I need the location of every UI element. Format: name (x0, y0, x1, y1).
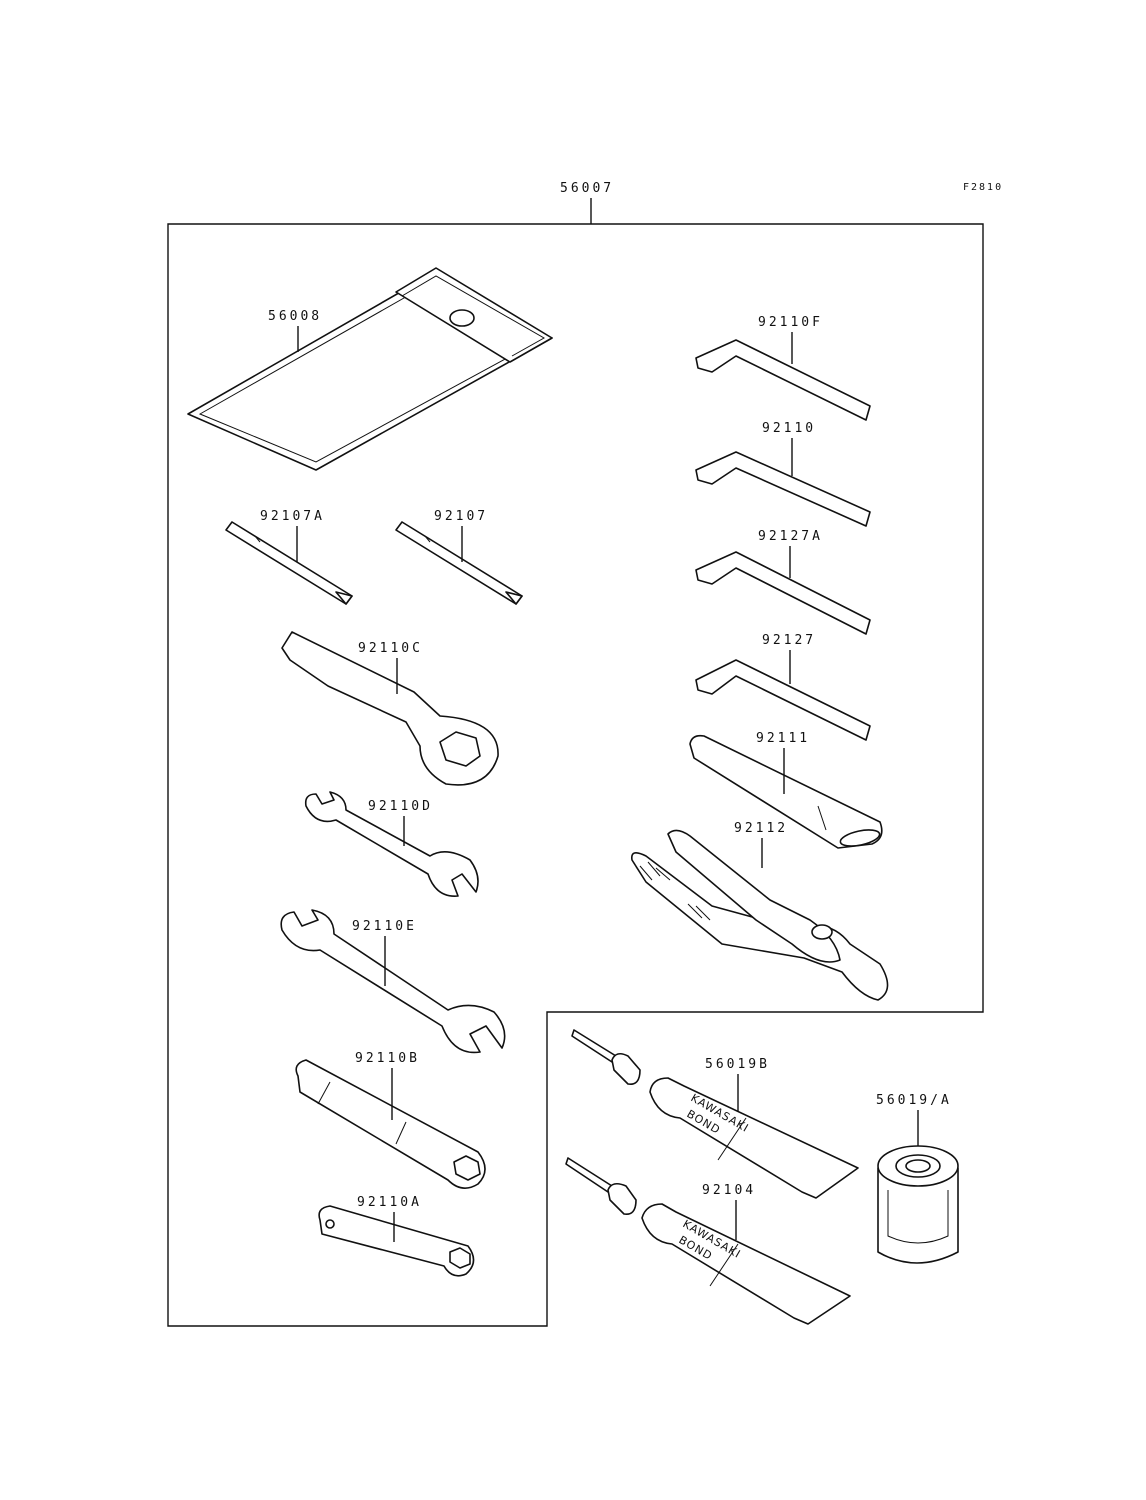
label-92110B: 92110B (355, 1051, 420, 1066)
label-92112: 92112 (734, 821, 788, 836)
open-wrench-92110E (280, 909, 506, 1054)
label-92107A: 92107A (260, 509, 325, 524)
label-92127: 92127 (762, 633, 816, 648)
hex-key-92110 (695, 451, 871, 527)
tool-bag-56008 (187, 267, 553, 471)
kit-outline (167, 223, 984, 1327)
screwdriver-92107 (395, 521, 523, 605)
hex-key-92110F (695, 339, 871, 421)
label-56008: 56008 (268, 309, 322, 324)
label-92110A: 92110A (357, 1195, 422, 1210)
label-92110D: 92110D (368, 799, 433, 814)
bond-tube-56019B: KAWASAKI BOND (571, 1029, 859, 1199)
plug-wrench-92110A (318, 1205, 475, 1277)
label-92110F: 92110F (758, 315, 823, 330)
label-92110E: 92110E (352, 919, 417, 934)
plug-wrench-92110B (295, 1059, 486, 1189)
hex-key-92127 (695, 659, 871, 741)
pliers-92112 (630, 829, 889, 1001)
label-92110: 92110 (762, 421, 816, 436)
label-92110C: 92110C (358, 641, 423, 656)
hex-key-92127A (695, 551, 871, 635)
label-56019A: 56019/A (876, 1093, 952, 1108)
box-wrench-92110C (281, 631, 499, 786)
bond-container-56019A (877, 1145, 959, 1264)
open-wrench-92110D (304, 791, 479, 897)
bond-tube-92104: KAWASAKI BOND (565, 1157, 851, 1325)
label-92107: 92107 (434, 509, 488, 524)
label-92104: 92104 (702, 1183, 756, 1198)
extension-bar-92111 (689, 734, 883, 849)
label-56019B: 56019B (705, 1057, 770, 1072)
screwdriver-92107A (225, 521, 353, 605)
kit-label: 56007 (560, 181, 614, 196)
label-92111: 92111 (756, 731, 810, 746)
figure-code: F2810 (963, 182, 1003, 193)
label-92127A: 92127A (758, 529, 823, 544)
